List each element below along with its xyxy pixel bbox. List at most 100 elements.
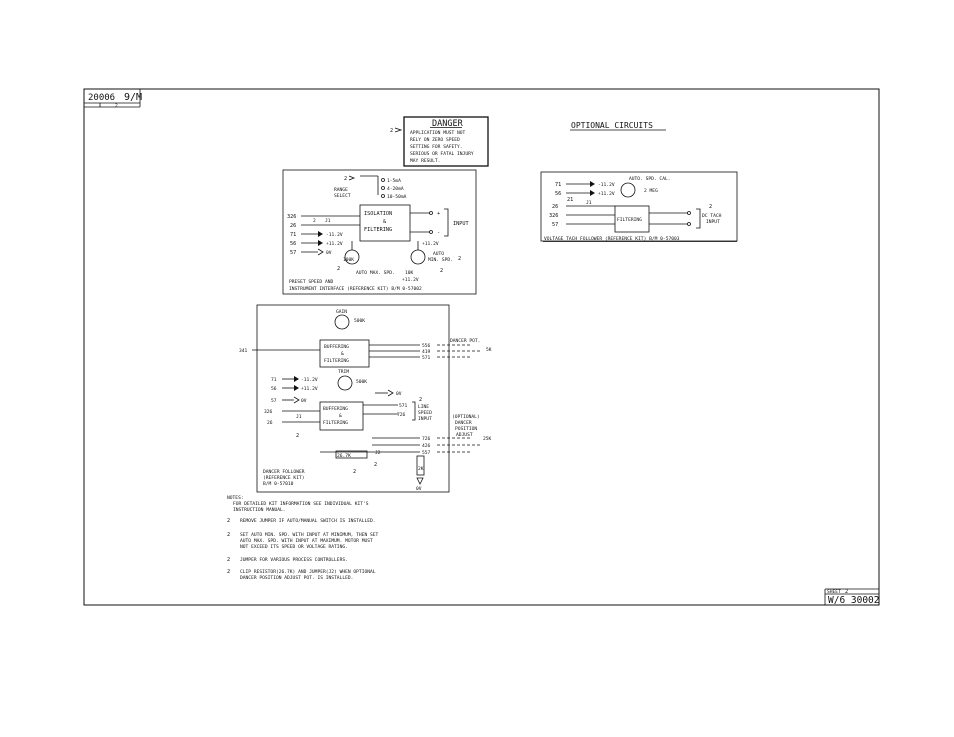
trim-label: TRIM	[338, 369, 349, 375]
dancer-terminal-26: 26	[267, 420, 273, 426]
note-2-line-3: NOT EXCEED ITS SPEED OR VOLTAGE RATING.	[240, 544, 348, 550]
tach-calibration-pot	[620, 182, 636, 198]
buffer2-label-2: &	[339, 413, 342, 419]
tach-supply-neg: -11.2V	[598, 182, 615, 188]
notes-intro-1: FOR DETAILED KIT INFORMATION SEE INDIVID…	[233, 501, 369, 507]
dancer-buffer-block-1	[319, 339, 370, 368]
title-block-number: 20006	[88, 93, 115, 103]
auto-min-tag: 2	[458, 256, 461, 262]
max-pot-value: 100K	[343, 257, 354, 263]
tach-input-tag: 2	[709, 204, 712, 210]
pot-10k-value: 10K	[405, 270, 414, 276]
dancer-follower-circuit: GAIN 500K 341 BUFFERING & FILTERING 556 …	[239, 304, 492, 493]
optional-circuits-heading: OPTIONAL CIRCUITS	[571, 121, 653, 130]
danger-line-1: APPLICATION MUST NOT	[410, 130, 466, 136]
tach-jumper-label: J1	[586, 200, 592, 206]
preset-supply-pos: +11.2V	[326, 241, 343, 247]
danger-line-3: SETTING FOR SAFETY.	[410, 144, 463, 150]
dancer-terminal-326: 326	[264, 409, 273, 415]
tach-terminal-26: 26	[552, 204, 558, 210]
range-select-label-1: RANGE	[334, 187, 348, 193]
dancer-tag-a: 2	[353, 469, 356, 475]
title-block-sheet-label: SHEET	[827, 589, 841, 595]
preset-supply-neg: -11.2V	[326, 232, 343, 238]
preset-terminal-71: 71	[290, 232, 296, 238]
title-block: 20006 9/M 2 SHEET 2 W/6 30002	[88, 92, 879, 606]
tach-input-label-1: DC TACH	[702, 213, 722, 219]
min-pot-supply: +11.2V	[422, 241, 439, 247]
dancer-caption-2: (REFERENCE KIT)	[263, 475, 305, 481]
dancer-pot-label: DANCER POT.	[450, 338, 480, 344]
preset-supply-0v: 0V	[326, 250, 332, 256]
tach-terminal-71: 71	[555, 182, 561, 188]
danger-line-4: SERIOUS OR FATAL INJURY	[410, 151, 474, 157]
gain-pot-value: 500K	[354, 318, 365, 324]
dancer-terminal-71: 71	[271, 377, 277, 383]
title-block-sheet-number: 2	[845, 589, 848, 595]
preset-terminal-326: 326	[287, 214, 296, 220]
dancer-ov-bottom: 0V	[416, 486, 422, 492]
dancer-buffer-block-2	[319, 401, 364, 431]
trim-pot	[337, 375, 353, 391]
range-option-1: 1-5mA	[387, 178, 401, 184]
preset-caption-2: INSTRUMENT INTERFACE (REFERENCE KIT) B/M…	[289, 286, 422, 292]
title-block-drawing-number: W/6 30002	[828, 595, 879, 606]
isolation-filtering-block	[359, 204, 411, 242]
dancer-caption-3: B/M 0-57010	[263, 481, 294, 487]
note-2-tag: 2	[227, 532, 230, 538]
note-4-tag: 2	[227, 569, 230, 575]
tach-input-label-2: INPUT	[706, 219, 720, 225]
buffer2-label-3: FILTERING	[323, 420, 348, 426]
resistor-2k-label: 2K	[418, 466, 424, 472]
tach-filtering-block	[614, 205, 650, 233]
optional-label-3: POSITION	[455, 426, 477, 432]
note-2-line-2: AUTO MAX. SPD. WITH INPUT AT MAXIMUM. MO…	[240, 538, 373, 544]
opt-term-3: 557	[422, 450, 431, 456]
buffer1-label-2: &	[341, 351, 344, 357]
dancer-pot-term-1: 556	[422, 343, 431, 349]
preset-terminal-56: 56	[290, 241, 296, 247]
resistor-26-7k	[335, 450, 368, 459]
dancer-terminal-in: 341	[239, 348, 248, 354]
range-option-3: 10-50mA	[387, 194, 407, 200]
tach-pot-value: 2 MEG	[644, 188, 658, 194]
opt-term-2: 426	[422, 443, 431, 449]
gain-pot	[334, 314, 350, 330]
note-4-line-2: DANCER POSITION ADJUST POT. IS INSTALLED…	[240, 575, 353, 581]
title-block-fraction: 9/M	[124, 92, 142, 103]
dancer-supply-pos: +11.2V	[301, 386, 318, 392]
preset-terminal-57: 57	[290, 250, 296, 256]
trim-pot-value: 500K	[356, 379, 367, 385]
optional-label-1: (OPTIONAL)	[452, 414, 480, 420]
line-speed-label-2: SPEED	[418, 410, 432, 416]
resistor-2k	[416, 455, 425, 476]
line-speed-label-3: INPUT	[418, 416, 432, 422]
line-speed-term-2: 726	[397, 412, 406, 418]
optional-label-2: DANCER	[455, 420, 472, 426]
note-4-line-1: CLIP RESISTOR(26.7K) AND JUMPER(J2) WHEN…	[240, 569, 376, 575]
dancer-ov-top: 0V	[396, 391, 402, 397]
preset-range-tag: 2	[344, 176, 347, 182]
dancer-pot-term-2: 419	[422, 349, 431, 355]
auto-max-tag: 2	[337, 266, 340, 272]
isolation-block-label-3: FILTERING	[364, 227, 392, 233]
note-3-tag: 2	[227, 557, 230, 563]
buffer1-label-1: BUFFERING	[324, 344, 349, 350]
note-1-tag: 2	[227, 518, 230, 524]
preset-terminal-26: 26	[290, 223, 296, 229]
isolation-block-label-1: ISOLATION	[364, 211, 392, 217]
notes-intro-2: INSTRUCTION MANUAL.	[233, 507, 286, 513]
auto-min-label-1: AUTO	[433, 251, 444, 257]
dancer-supply-neg: -11.2V	[301, 377, 318, 383]
line-speed-tag: 2	[419, 397, 422, 403]
optional-label-4: ADJUST	[456, 432, 473, 438]
danger-line-2: RELY ON ZERO SPEED	[410, 137, 460, 143]
preset-caption-1: PRESET SPEED AND	[289, 279, 333, 285]
danger-notice: 2 DANGER APPLICATION MUST NOT RELY ON ZE…	[390, 116, 489, 167]
auto-max-label: AUTO MAX. SPD.	[356, 270, 395, 276]
note-3-line-1: JUMPER FOR VARIOUS PROCESS CONTROLLERS.	[240, 557, 348, 563]
notes-heading: NOTES:	[227, 495, 244, 501]
tach-caption: VOLTAGE TACH FOLLOWER (REFERENCE KIT) B/…	[544, 236, 680, 242]
danger-title: DANGER	[432, 119, 464, 129]
